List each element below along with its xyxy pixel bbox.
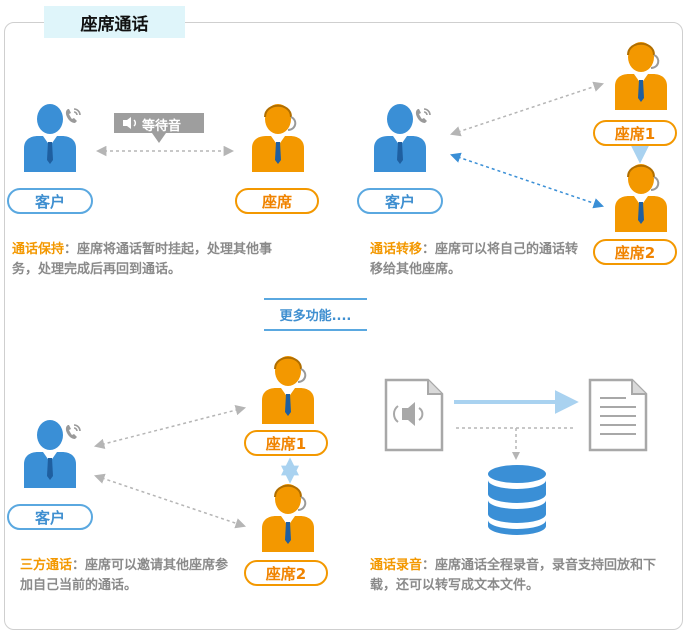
threeway-customer-label: 客户 <box>7 504 93 530</box>
transfer-connector-agent1 <box>450 81 604 137</box>
transfer-customer-icon <box>370 102 440 176</box>
page-title: 座席通话 <box>44 6 185 38</box>
transfer-customer-label: 客户 <box>357 188 443 214</box>
hold-description-text: ：座席将通话暂时挂起，处理其他事务，处理完成后再回到通话。 <box>12 242 273 277</box>
transfer-agent1-label: 座席1 <box>593 120 677 146</box>
hold-music-badge: 等待音 <box>114 113 204 147</box>
text-document-icon <box>588 378 648 452</box>
threeway-agent1-label: 座席1 <box>244 430 328 456</box>
threeway-connector-agent2 <box>94 473 246 529</box>
transfer-description-text: ：座席可以将自己的通话转移给其他座席。 <box>370 242 579 277</box>
recording-description: 通话录音：座席通话全程录音，录音支持回放和下载，还可以转写成文本文件。 <box>370 556 662 596</box>
hold-agent-icon <box>251 103 305 173</box>
transfer-keyword: 通话转移 <box>370 242 423 257</box>
hold-music-text: 等待音 <box>142 119 182 134</box>
threeway-customer-icon <box>20 418 90 492</box>
threeway-keyword: 三方通话 <box>20 558 73 573</box>
speaker-icon <box>123 117 131 129</box>
recording-keyword: 通话录音 <box>370 558 423 573</box>
database-icon <box>488 465 546 535</box>
transfer-agent2-icon <box>614 163 668 233</box>
threeway-agent2-label: 座席2 <box>244 560 328 586</box>
threeway-agent1-icon <box>261 355 315 425</box>
more-features-label: 更多功能.... <box>264 298 367 331</box>
hold-customer-label: 客户 <box>7 188 93 214</box>
transfer-agent1-icon <box>614 41 668 111</box>
threeway-agent2-icon <box>261 483 315 553</box>
recording-store-connector <box>456 427 576 452</box>
transfer-description: 通话转移：座席可以将自己的通话转移给其他座席。 <box>370 240 586 280</box>
transfer-agent2-label: 座席2 <box>593 239 677 265</box>
hold-customer-icon <box>20 102 90 176</box>
audio-file-icon <box>384 378 444 452</box>
threeway-connector-agent1 <box>93 405 247 449</box>
recording-description-text: ：座席通话全程录音，录音支持回放和下载，还可以转写成文本文件。 <box>370 558 657 593</box>
transfer-connector-agent2 <box>450 152 604 209</box>
hold-agent-label: 座席 <box>235 188 319 214</box>
hold-keyword: 通话保持 <box>12 242 65 257</box>
threeway-description-text: ：座席可以邀请其他座席参加自己当前的通话。 <box>20 558 229 593</box>
threeway-description: 三方通话：座席可以邀请其他座席参加自己当前的通话。 <box>20 556 238 596</box>
hold-description: 通话保持：座席将通话暂时挂起，处理其他事务，处理完成后再回到通话。 <box>12 240 288 280</box>
